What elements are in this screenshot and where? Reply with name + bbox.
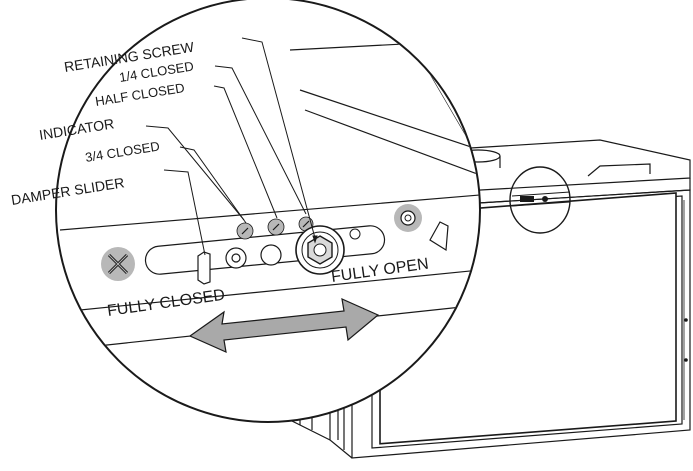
slot-end-hole bbox=[349, 228, 361, 240]
leader-lines bbox=[145, 37, 318, 256]
x-mark-icon bbox=[101, 247, 135, 281]
detail-source-circle bbox=[509, 166, 571, 234]
hex-nut-icon bbox=[295, 225, 345, 275]
indicator-markers bbox=[236, 216, 314, 240]
side-screw-icon bbox=[394, 204, 449, 252]
double-arrow-icon bbox=[188, 297, 380, 354]
